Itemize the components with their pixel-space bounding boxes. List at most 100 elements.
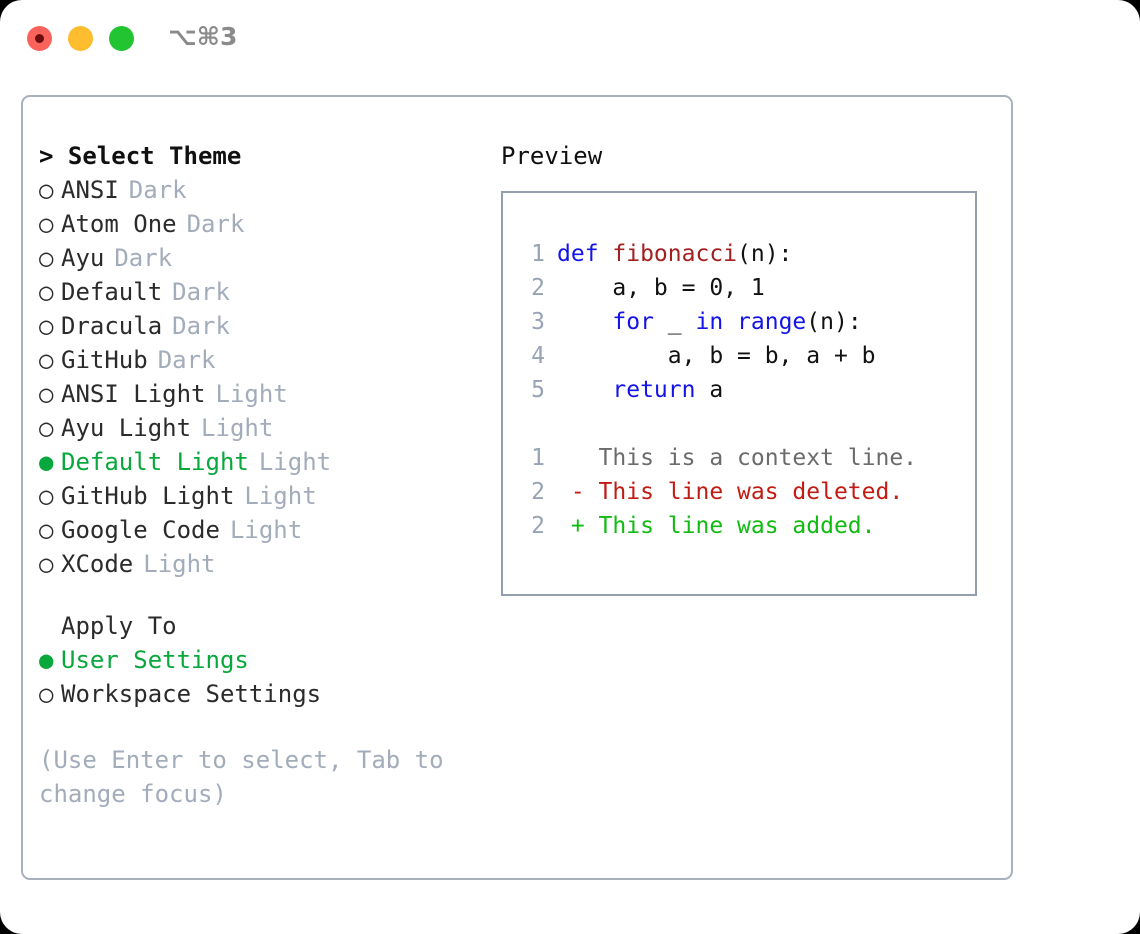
theme-variant-tag: Light <box>215 380 288 408</box>
diff-line: 2 - This line was deleted. <box>519 475 975 509</box>
spacer-bullet-icon: ○ <box>39 609 61 643</box>
theme-option-github-light[interactable]: ○GitHub Light Light <box>39 479 479 513</box>
code-token: a, b = 0, 1 <box>557 275 765 301</box>
theme-option-dracula[interactable]: ○Dracula Dark <box>39 309 479 343</box>
theme-variant-tag: Light <box>201 414 274 442</box>
radio-unselected-icon: ○ <box>39 210 54 238</box>
radio-unselected-icon: ○ <box>39 414 54 442</box>
code-token: - This line was deleted. <box>557 479 904 505</box>
radio-unselected-icon: ○ <box>39 278 54 306</box>
code-line: 1 def fibonacci(n): <box>519 237 975 271</box>
theme-option-label: XCode <box>61 550 134 578</box>
apply-to-option-user-settings[interactable]: ●User Settings <box>39 643 479 677</box>
code-line: 4 a, b = b, a + b <box>519 339 975 373</box>
radio-unselected-icon: ○ <box>39 482 54 510</box>
theme-variant-tag: Dark <box>186 210 245 238</box>
apply-to-heading: ○ Apply To <box>39 609 479 643</box>
line-number: 1 <box>531 445 545 471</box>
diff-line-content: This is a context line. <box>557 441 918 475</box>
line-number: 1 <box>531 241 545 267</box>
close-window-button[interactable] <box>27 26 52 51</box>
apply-to-option-label: Workspace Settings <box>61 680 322 708</box>
theme-option-label: GitHub <box>61 346 148 374</box>
theme-option-label: ANSI <box>61 176 119 204</box>
diff-line-content: + This line was added. <box>557 509 876 543</box>
theme-variant-tag: Dark <box>172 278 230 306</box>
code-line-content: for _ in range(n): <box>557 305 862 339</box>
theme-option-ayu[interactable]: ○Ayu Dark <box>39 241 479 275</box>
theme-variant-tag: Dark <box>114 244 173 272</box>
line-number: 3 <box>531 309 545 335</box>
line-number: 2 <box>531 479 545 505</box>
theme-variant-tag: Light <box>258 448 332 476</box>
traffic-light-group <box>27 26 134 51</box>
code-token: def <box>557 241 613 267</box>
theme-variant-tag: Light <box>244 482 317 510</box>
line-number: 2 <box>531 513 545 539</box>
theme-option-label: Default Light <box>61 448 249 476</box>
code-line-content: a, b = 0, 1 <box>557 271 765 305</box>
code-line: 3 for _ in range(n): <box>519 305 975 339</box>
maximize-window-button[interactable] <box>109 26 134 51</box>
theme-option-default-light[interactable]: ●Default Light Light <box>39 445 479 479</box>
code-token: in <box>695 309 724 335</box>
code-token <box>557 309 612 335</box>
code-token: return <box>612 377 696 403</box>
code-line: 2 a, b = 0, 1 <box>519 271 975 305</box>
code-token <box>557 377 612 403</box>
theme-option-label: GitHub Light <box>61 482 235 510</box>
code-token: a, b = b, a + b <box>557 343 876 369</box>
select-theme-heading: > Select Theme <box>39 142 242 170</box>
radio-unselected-icon: ○ <box>39 516 54 544</box>
code-token: a <box>695 377 724 403</box>
code-token: fibonacci <box>612 241 738 267</box>
radio-unselected-icon: ○ <box>39 346 54 374</box>
theme-variant-tag: Dark <box>128 176 187 204</box>
line-number: 2 <box>531 275 545 301</box>
diff-line: 2 + This line was added. <box>519 509 975 543</box>
keyboard-shortcut-label: ⌥⌘3 <box>168 22 238 51</box>
theme-variant-tag: Dark <box>172 312 230 340</box>
radio-unselected-icon: ○ <box>39 380 54 408</box>
code-token: (n): <box>806 309 862 335</box>
minimize-window-button[interactable] <box>68 26 93 51</box>
theme-option-label: Google Code <box>61 516 220 544</box>
theme-option-label: Ayu <box>61 244 105 272</box>
theme-variant-tag: Light <box>143 550 216 578</box>
apply-to-option-label: User Settings <box>61 646 249 674</box>
theme-option-default[interactable]: ○Default Dark <box>39 275 479 309</box>
code-token: range <box>737 309 807 335</box>
line-number: 5 <box>531 377 545 403</box>
code-token <box>723 309 737 335</box>
radio-selected-icon: ● <box>39 448 54 476</box>
theme-option-ayu-light[interactable]: ○Ayu Light Light <box>39 411 479 445</box>
theme-option-label: Dracula <box>61 312 163 340</box>
apply-to-list[interactable]: ●User Settings○Workspace Settings <box>39 643 479 711</box>
code-line: 5 return a <box>519 373 975 407</box>
apply-to-label: Apply To <box>61 612 177 640</box>
apply-to-section: ○ Apply To ●User Settings○Workspace Sett… <box>39 609 479 711</box>
code-token: (n): <box>737 241 793 267</box>
apply-to-option-workspace-settings[interactable]: ○Workspace Settings <box>39 677 479 711</box>
radio-unselected-icon: ○ <box>39 244 54 272</box>
theme-option-label: Ayu Light <box>61 414 192 442</box>
keyboard-hint-text: (Use Enter to select, Tab to change focu… <box>39 746 444 808</box>
radio-unselected-icon: ○ <box>39 680 54 708</box>
code-token: _ <box>653 309 696 335</box>
theme-option-label: ANSI Light <box>61 380 206 408</box>
theme-option-label: Default <box>61 278 163 306</box>
code-line-content: a, b = b, a + b <box>557 339 876 373</box>
radio-unselected-icon: ○ <box>39 312 54 340</box>
theme-option-ansi-light[interactable]: ○ANSI Light Light <box>39 377 479 411</box>
code-line-content: return a <box>557 373 723 407</box>
radio-selected-icon: ● <box>39 646 54 674</box>
